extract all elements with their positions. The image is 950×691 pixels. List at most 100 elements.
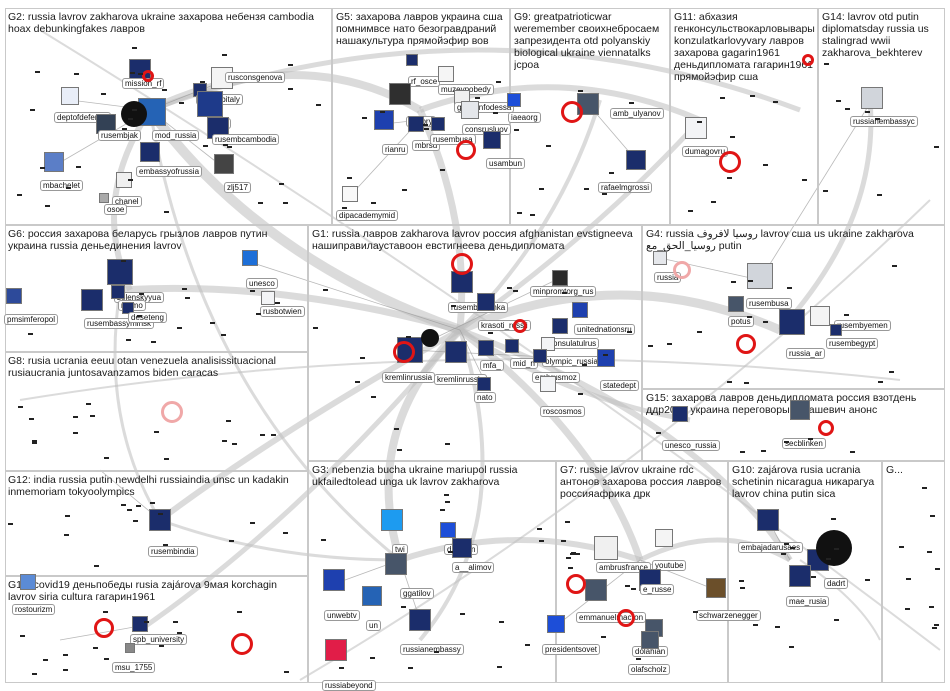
node-label: amb_ulyanov bbox=[610, 108, 664, 119]
isolate-node-marker bbox=[904, 607, 910, 610]
node-avatar-icon bbox=[597, 349, 615, 367]
self-loop-ring bbox=[566, 574, 586, 594]
isolate-node-marker bbox=[393, 427, 399, 430]
isolate-node-marker bbox=[835, 99, 841, 102]
isolate-node-marker bbox=[743, 381, 749, 384]
isolate-node-marker bbox=[66, 186, 72, 189]
self-loop-ring bbox=[142, 70, 154, 82]
node-label: olafscholz bbox=[628, 664, 670, 675]
node-label: rafaelmgrossi bbox=[598, 182, 653, 193]
isolate-node-marker bbox=[845, 108, 851, 111]
isolate-node-marker bbox=[287, 64, 293, 67]
node-label: potus bbox=[728, 316, 754, 327]
isolate-node-marker bbox=[603, 354, 609, 357]
edge-bundle bbox=[299, 199, 931, 681]
isolate-node-marker bbox=[104, 658, 110, 661]
edge bbox=[759, 99, 873, 281]
hub-node-marker bbox=[121, 101, 147, 127]
node-label: rusembindia bbox=[148, 546, 198, 557]
isolate-node-marker bbox=[161, 89, 167, 92]
node-label: unesco bbox=[246, 278, 278, 289]
isolate-node-marker bbox=[761, 449, 767, 452]
isolate-node-marker bbox=[775, 626, 781, 629]
isolate-node-marker bbox=[516, 212, 522, 215]
node-avatar-icon bbox=[325, 639, 347, 661]
isolate-node-marker bbox=[126, 338, 132, 341]
node-label: zlj517 bbox=[224, 182, 251, 193]
isolate-node-marker bbox=[692, 611, 698, 614]
isolate-node-marker bbox=[29, 418, 35, 421]
isolate-node-marker bbox=[159, 644, 165, 647]
isolate-node-marker bbox=[789, 646, 795, 649]
node-label: youtube bbox=[652, 560, 687, 571]
isolate-node-marker bbox=[444, 494, 450, 497]
node-avatar-icon bbox=[374, 110, 394, 130]
node-avatar-icon bbox=[409, 609, 431, 631]
node-label: secblinken bbox=[782, 438, 826, 449]
group-label-g12: G12: india russia putin newdelhi russiai… bbox=[8, 474, 289, 498]
node-avatar-icon bbox=[440, 522, 456, 538]
isolate-node-marker bbox=[537, 527, 543, 530]
isolate-node-marker bbox=[89, 414, 95, 417]
isolate-node-marker bbox=[898, 545, 904, 548]
isolate-node-marker bbox=[492, 111, 498, 114]
node-label: mbrsu bbox=[412, 140, 441, 151]
isolate-node-marker bbox=[823, 62, 829, 65]
node-avatar-icon bbox=[342, 186, 358, 202]
node-avatar-icon bbox=[99, 193, 109, 203]
node-avatar-icon bbox=[552, 270, 568, 286]
isolate-node-marker bbox=[163, 458, 169, 461]
node-avatar-icon bbox=[706, 578, 726, 598]
node-label: rusembyemen bbox=[834, 320, 891, 331]
isolate-node-marker bbox=[826, 558, 832, 561]
isolate-node-marker bbox=[926, 551, 932, 554]
group-box-g2 bbox=[5, 8, 332, 225]
isolate-node-marker bbox=[497, 665, 503, 668]
isolate-node-marker bbox=[529, 214, 535, 217]
node-label: rusembusa bbox=[430, 134, 476, 145]
isolate-node-marker bbox=[445, 501, 451, 504]
node-avatar-icon bbox=[552, 318, 568, 334]
group-label-g16: G... bbox=[886, 464, 903, 476]
node-avatar-icon bbox=[61, 87, 79, 105]
group-label-g4: G4: russia روسيا لافروف lavrov сша us uk… bbox=[646, 228, 914, 252]
self-loop-ring bbox=[818, 420, 834, 436]
node-avatar-icon bbox=[381, 509, 403, 531]
node-label: krasoti_rossii bbox=[478, 320, 531, 331]
group-label-g2: G2: russia lavrov zakharova ukraine заха… bbox=[8, 11, 314, 35]
node-label: unitednationsru bbox=[574, 324, 635, 335]
isolate-node-marker bbox=[222, 54, 228, 57]
isolate-node-marker bbox=[163, 211, 169, 214]
isolate-node-marker bbox=[577, 90, 583, 93]
node-label: olympic_russia bbox=[542, 356, 601, 367]
isolate-node-marker bbox=[843, 313, 849, 316]
isolate-node-marker bbox=[568, 566, 574, 569]
node-avatar-icon bbox=[461, 101, 479, 119]
isolate-node-marker bbox=[407, 667, 413, 670]
isolate-node-marker bbox=[32, 673, 38, 676]
isolate-node-marker bbox=[439, 509, 445, 512]
node-label: mae_rusia bbox=[786, 596, 830, 607]
self-loop-ring bbox=[802, 54, 814, 66]
group-box-g13 bbox=[5, 576, 308, 683]
group-box-g8 bbox=[5, 352, 308, 471]
group-box-g11 bbox=[670, 8, 818, 225]
isolate-node-marker bbox=[808, 438, 813, 441]
isolate-node-marker bbox=[401, 606, 407, 609]
isolate-node-marker bbox=[402, 189, 408, 192]
node-avatar-icon bbox=[477, 377, 491, 391]
node-avatar-icon bbox=[132, 616, 148, 632]
isolate-node-marker bbox=[538, 188, 544, 191]
self-loop-ring bbox=[161, 401, 183, 423]
isolate-node-marker bbox=[930, 515, 936, 518]
node-label: mfa_ bbox=[480, 360, 504, 371]
isolate-node-marker bbox=[122, 128, 128, 131]
node-avatar-icon bbox=[533, 349, 547, 363]
node-label: minpromtorg_rus bbox=[530, 286, 597, 297]
isolate-node-marker bbox=[538, 539, 544, 542]
isolate-node-marker bbox=[18, 406, 24, 409]
isolate-node-marker bbox=[934, 567, 940, 570]
isolate-node-marker bbox=[138, 292, 144, 295]
node-avatar-icon bbox=[728, 296, 744, 312]
edge bbox=[349, 119, 421, 197]
